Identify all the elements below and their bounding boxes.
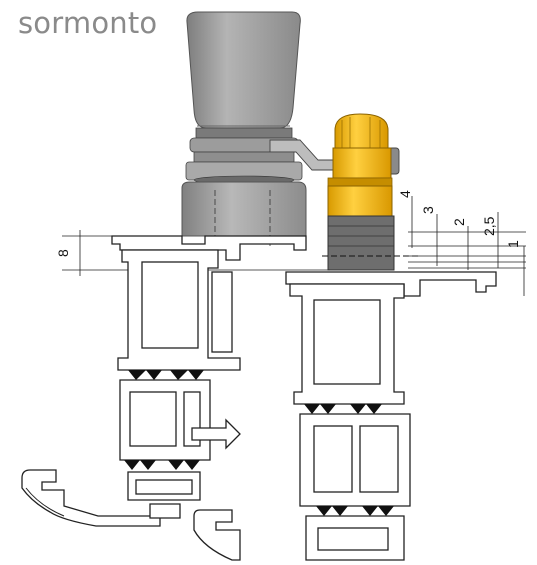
dim-label-3: 3	[420, 206, 436, 214]
handle-lever	[186, 11, 301, 129]
diagram-title: sormonto	[18, 6, 158, 40]
right-frame-profile	[193, 271, 497, 561]
dim-label-2: 2	[451, 218, 467, 226]
dim-label-4: 4	[397, 190, 413, 198]
handle-base	[181, 181, 307, 237]
grey-spacer-block	[327, 215, 395, 271]
yellow-locking-knob	[322, 113, 420, 271]
dim-label-1: 1	[505, 240, 521, 248]
left-sash-profile	[21, 235, 307, 527]
dim-label-8: 8	[55, 249, 71, 257]
dim-label-2-5: 2,5	[481, 216, 497, 236]
